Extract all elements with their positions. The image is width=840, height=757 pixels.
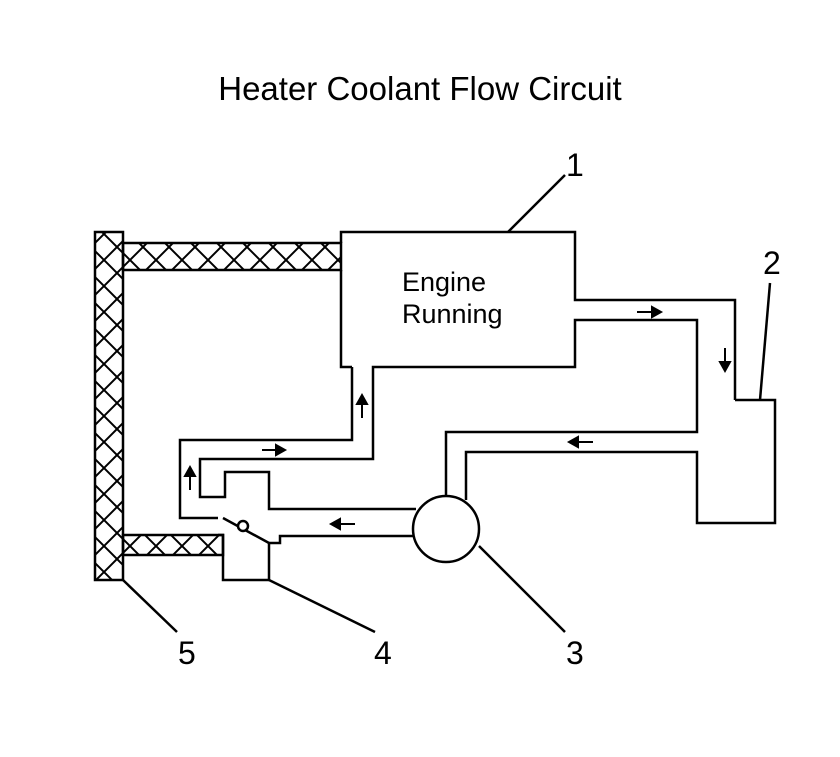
arrow-up-engine xyxy=(355,392,369,418)
arrow-right-top xyxy=(637,305,664,319)
callout-1: 1 xyxy=(566,147,584,183)
arrow-up-heater xyxy=(183,464,197,490)
callout-5: 5 xyxy=(178,635,196,671)
diagram-title: Heater Coolant Flow Circuit xyxy=(218,70,622,107)
engine-label: Engine Running xyxy=(402,266,503,330)
leader-lines xyxy=(122,174,772,634)
callout-3: 3 xyxy=(566,635,584,671)
arrow-down-right xyxy=(718,348,732,374)
engine-block xyxy=(178,230,737,582)
callout-4: 4 xyxy=(374,635,392,671)
heater-core xyxy=(93,230,343,582)
arrow-left-return xyxy=(566,435,593,449)
arrow-left-bypass xyxy=(328,517,355,531)
pump-outlet-pipe xyxy=(444,398,777,525)
engine-label-line1: Engine xyxy=(402,267,487,297)
water-pump xyxy=(411,494,481,564)
engine-label-line2: Running xyxy=(402,299,503,329)
valve-pivot xyxy=(236,519,250,533)
arrow-right-heater-inlet xyxy=(262,443,288,457)
callout-2: 2 xyxy=(763,245,781,281)
